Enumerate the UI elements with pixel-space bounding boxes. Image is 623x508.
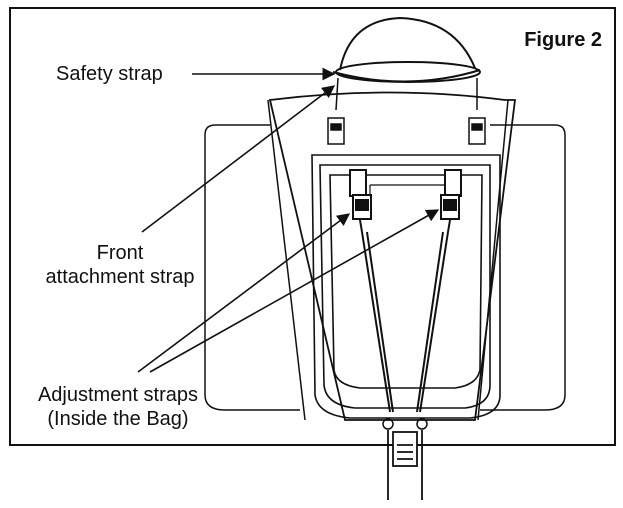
front-attachment-label-line2: attachment strap	[46, 266, 195, 288]
callout-arrows	[137, 67, 440, 373]
adjustment-arrow-right	[149, 209, 440, 373]
adjustment-straps-label-line2: (Inside the Bag)	[47, 408, 188, 430]
bottom-tab-buckle	[387, 430, 423, 500]
front-window-panel	[311, 154, 501, 419]
bottom-rings	[382, 418, 428, 430]
adjustment-strap-right	[416, 169, 462, 413]
adjustment-arrow-left	[137, 213, 351, 373]
bag-body	[268, 91, 517, 421]
bag-side-wings	[204, 124, 566, 411]
front-attachment-label-line1: Front	[97, 242, 144, 264]
figure-frame	[9, 7, 616, 446]
upper-buckle-left	[327, 117, 345, 145]
front-attachment-arrow	[141, 85, 336, 233]
top-side-straps	[335, 77, 478, 111]
adjustment-straps-label-line1: Adjustment straps	[38, 384, 198, 406]
adjustment-strap-left	[349, 169, 394, 413]
figure-label: Figure 2	[524, 29, 602, 51]
safety-strap-label: Safety strap	[56, 63, 163, 85]
upper-buckle-right	[468, 117, 486, 145]
safety-strap-loop	[332, 16, 481, 83]
